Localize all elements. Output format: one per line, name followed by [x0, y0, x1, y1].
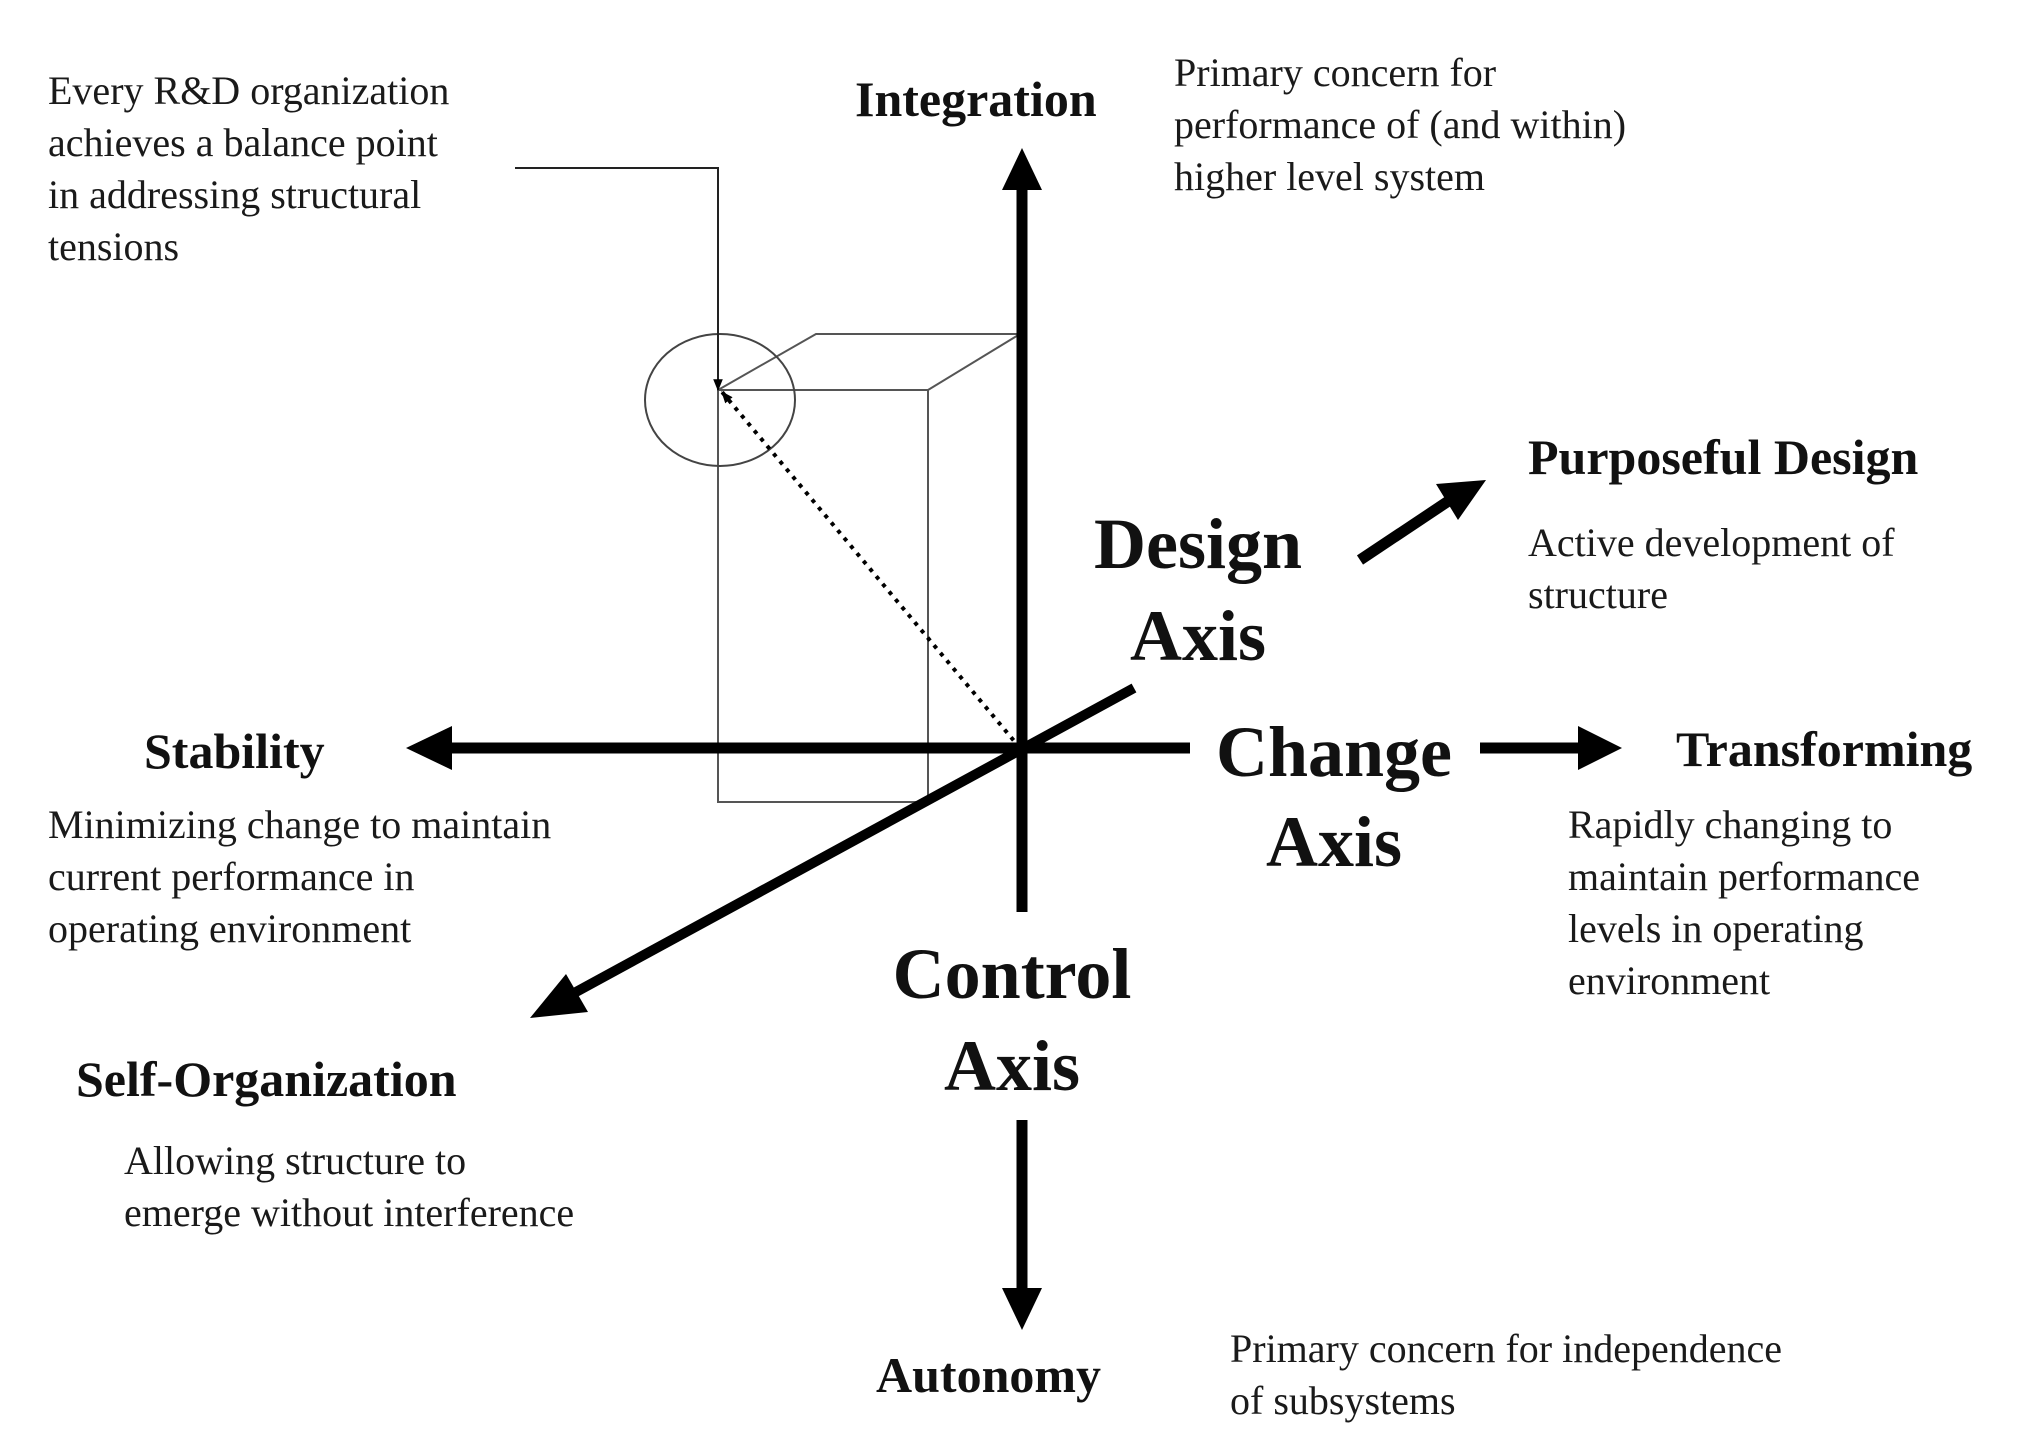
- box-front-face: [717, 389, 929, 803]
- autonomy-desc-line-2: of subsystems: [1230, 1378, 1456, 1423]
- control-axis-arrows: [1002, 148, 1042, 1330]
- control-axis-label-line-1: Control: [893, 934, 1132, 1014]
- integration-arrowhead: [1002, 148, 1042, 190]
- box-top-right-edge: [927, 333, 1021, 391]
- self-organization-description: Allowing structure to emerge without int…: [124, 1138, 574, 1235]
- purposeful-design-description: Active development of structure: [1528, 520, 1895, 617]
- transforming-desc-line-4: environment: [1568, 958, 1770, 1003]
- change-axis-label-line-2: Axis: [1266, 802, 1402, 882]
- purposeful-design-desc-line-2: structure: [1528, 572, 1668, 617]
- integration-label: Integration: [855, 71, 1097, 127]
- stability-desc-line-2: current performance in: [48, 854, 414, 899]
- callout-line-4: tensions: [48, 224, 179, 269]
- callout-text: Every R&D organization achieves a balanc…: [48, 68, 449, 269]
- self-organization-desc-line-2: emerge without interference: [124, 1190, 574, 1235]
- balance-vector-dotted: [720, 390, 1022, 750]
- design-axis-diagonal-line: [573, 683, 1137, 997]
- design-axis-up-line: [1356, 495, 1454, 565]
- integration-description: Primary concern for performance of (and …: [1174, 50, 1626, 199]
- integration-desc-line-2: performance of (and within): [1174, 102, 1626, 147]
- purposeful-design-label: Purposeful Design: [1528, 429, 1919, 485]
- change-axis-label-line-1: Change: [1216, 712, 1452, 792]
- transforming-desc-line-1: Rapidly changing to: [1568, 802, 1892, 847]
- stability-arrowhead: [406, 726, 452, 770]
- change-axis-arrows: [406, 726, 1622, 770]
- transforming-arrowhead: [1578, 726, 1622, 770]
- stability-desc-line-1: Minimizing change to maintain: [48, 802, 551, 847]
- balance-point-circle: [644, 333, 796, 467]
- control-axis-label-line-2: Axis: [944, 1026, 1080, 1106]
- self-organization-desc-line-1: Allowing structure to: [124, 1138, 466, 1183]
- autonomy-arrowhead: [1002, 1288, 1042, 1330]
- transforming-description: Rapidly changing to maintain performance…: [1568, 802, 1920, 1003]
- integration-desc-line-1: Primary concern for: [1174, 50, 1496, 95]
- self-organization-label: Self-Organization: [76, 1051, 457, 1107]
- self-organization-arrowhead: [530, 974, 588, 1018]
- autonomy-label: Autonomy: [876, 1347, 1101, 1403]
- purposeful-design-arrowhead: [1436, 480, 1486, 520]
- autonomy-description: Primary concern for independence of subs…: [1230, 1326, 1782, 1423]
- transforming-label: Transforming: [1676, 721, 1972, 777]
- box-top-edges: [717, 333, 1020, 391]
- stability-description: Minimizing change to maintain current pe…: [48, 802, 551, 951]
- design-axis-arrows: [530, 480, 1486, 1018]
- stability-desc-line-3: operating environment: [48, 906, 411, 951]
- callout-line-2: achieves a balance point: [48, 120, 438, 165]
- callout-line-1: Every R&D organization: [48, 68, 449, 113]
- balance-box: [717, 333, 1021, 803]
- transforming-desc-line-3: levels in operating: [1568, 906, 1863, 951]
- design-axis-label-line-1: Design: [1094, 504, 1302, 584]
- stability-label: Stability: [144, 723, 325, 779]
- callout-line-3: in addressing structural: [48, 172, 421, 217]
- purposeful-design-desc-line-1: Active development of: [1528, 520, 1895, 565]
- autonomy-desc-line-1: Primary concern for independence: [1230, 1326, 1782, 1371]
- design-axis-label-line-2: Axis: [1130, 596, 1266, 676]
- integration-desc-line-3: higher level system: [1174, 154, 1485, 199]
- callout-leader-line: [515, 167, 723, 392]
- transforming-desc-line-2: maintain performance: [1568, 854, 1920, 899]
